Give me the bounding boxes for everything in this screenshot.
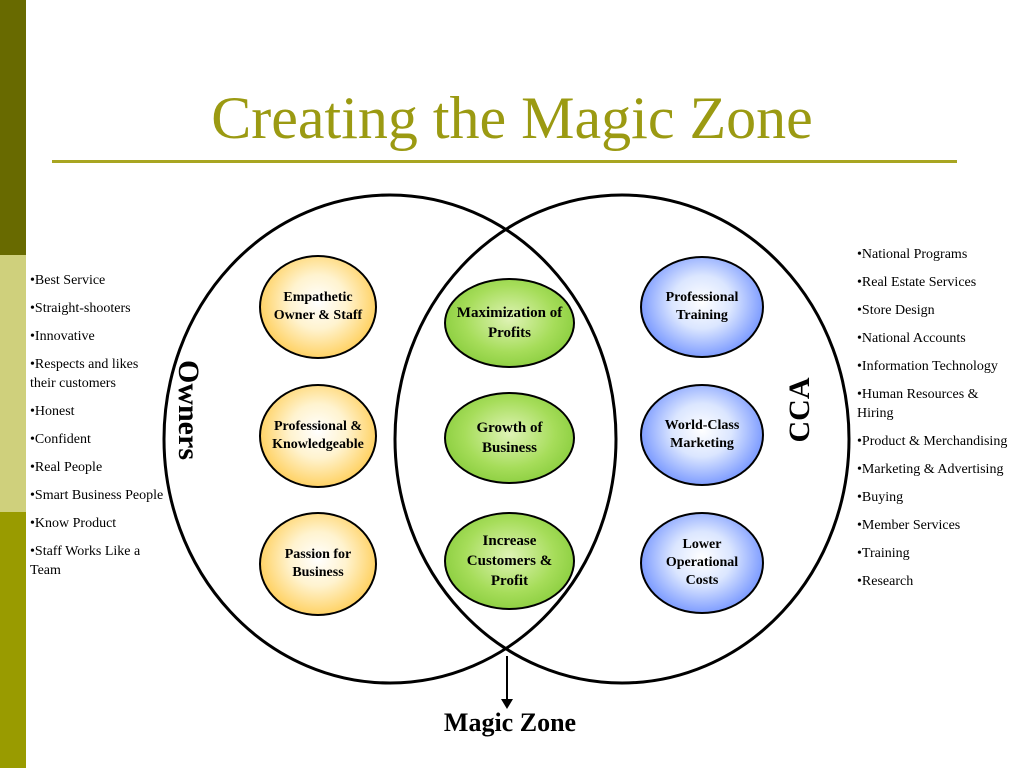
owner-trait-item: •Smart Business People [30,488,164,503]
owner-traits-list: •Best Service •Straight-shooters •Innovati… [30,271,165,589]
title-rule [52,160,957,163]
cca-service-item: •Product & Merchandising [857,434,1008,449]
sidebar-segment-top [0,0,26,255]
cca-service-item: •Buying [857,490,904,505]
bubble-growth-of-business: Growth of Business [444,392,575,484]
cca-label: CCA [783,377,816,443]
cca-service-item: •Member Services [857,518,961,533]
bubble-increase-customers-profit: Increase Customers & Profit [444,512,575,610]
cca-circle [393,193,851,685]
owner-trait-item: •Know Product [30,516,117,531]
cca-service-item: •Training [857,546,910,561]
cca-service-item: •Information Technology [857,359,998,374]
cca-service-item: •Marketing & Advertising [857,462,1004,477]
bubble-lower-operational-costs: Lower Operational Costs [640,512,764,614]
bubble-world-class-marketing: World-Class Marketing [640,384,764,486]
bubble-passion-for-business: Passion for Business [259,512,377,616]
owner-trait-item: •Staff Works Like a Team [30,544,141,578]
cca-service-item: •Store Design [857,303,935,318]
bubble-professional-knowledgeable: Professional & Knowledgeable [259,384,377,488]
bubble-maximization-of-profits: Maximization of Profits [444,278,575,368]
cca-service-item: •National Accounts [857,331,966,346]
sidebar-segment-middle [0,255,26,512]
bubble-empathetic-owner-staff: Empathetic Owner & Staff [259,255,377,359]
cca-service-item: •Real Estate Services [857,275,977,290]
cca-service-item: •Human Resources & Hiring [857,387,979,421]
bubble-professional-training: Professional Training [640,256,764,358]
sidebar-segment-bottom [0,512,26,768]
owner-trait-item: •Confident [30,432,91,447]
owner-trait-item: •Respects and likes their customers [30,357,139,391]
owners-label: Owners [172,360,205,460]
owner-trait-item: •Real People [30,460,103,475]
magic-zone-arrow-head [501,699,513,709]
owner-trait-item: •Best Service [30,273,106,288]
magic-zone-label: Magic Zone [443,708,577,737]
owners-circle [162,193,618,685]
owner-trait-item: •Straight-shooters [30,301,131,316]
cca-services-list: •National Programs •Real Estate Services •… [857,245,1017,600]
cca-service-item: •Research [857,574,914,589]
owner-trait-item: •Innovative [30,329,95,344]
owner-trait-item: •Honest [30,404,75,419]
slide-title: Creating the Magic Zone [211,85,813,151]
cca-service-item: •National Programs [857,247,968,262]
sidebar-accent [0,0,26,768]
